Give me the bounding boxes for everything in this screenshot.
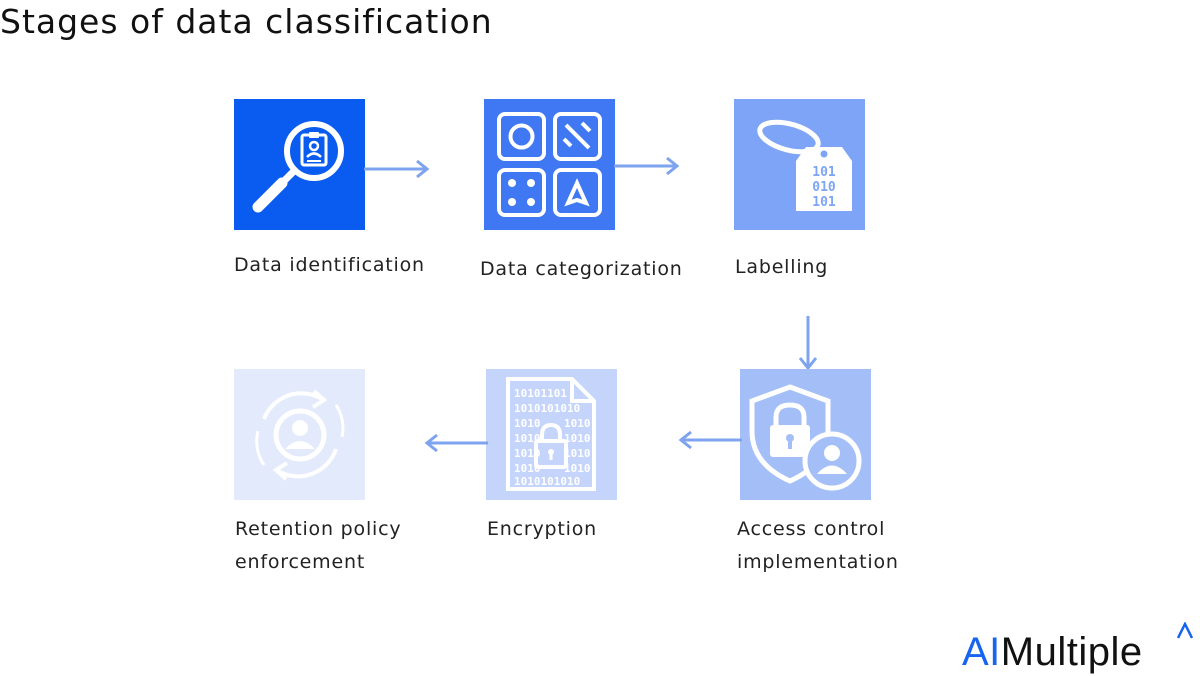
page-title: Stages of data classification bbox=[0, 2, 493, 41]
svg-text:1010: 1010 bbox=[514, 417, 541, 430]
flow-arrow-left bbox=[678, 429, 742, 451]
shield-lock-user-icon bbox=[749, 384, 862, 491]
stage-data-identification bbox=[234, 99, 365, 230]
stage-label: Access control implementation bbox=[737, 518, 899, 573]
stage-label: Data categorization bbox=[480, 258, 683, 280]
svg-text:1010101010: 1010101010 bbox=[514, 402, 580, 415]
svg-text:101: 101 bbox=[812, 195, 836, 210]
stage-label: Encryption bbox=[487, 518, 598, 540]
stage-label: Labelling bbox=[735, 256, 829, 278]
svg-text:1010101010: 1010101010 bbox=[514, 475, 580, 488]
flow-arrow-down bbox=[797, 316, 819, 372]
svg-text:010: 010 bbox=[812, 180, 836, 195]
stage-data-categorization bbox=[484, 99, 615, 230]
stage-label: Retention policy enforcement bbox=[235, 518, 402, 573]
svg-text:1010: 1010 bbox=[564, 417, 591, 430]
svg-text:1010: 1010 bbox=[564, 447, 591, 460]
flow-arrow-right bbox=[614, 155, 682, 177]
flow-arrow-right bbox=[364, 158, 432, 180]
svg-text:1010: 1010 bbox=[514, 447, 541, 460]
svg-text:101: 101 bbox=[812, 165, 836, 180]
svg-text:10101101: 10101101 bbox=[514, 387, 567, 400]
stage-encryption: 10101101 1010101010 1010 1010 1010 1010 10… bbox=[486, 369, 617, 500]
binary-tag-icon: 101 010 101 bbox=[757, 119, 852, 211]
shapes-grid-icon bbox=[497, 112, 602, 217]
svg-text:1010: 1010 bbox=[514, 432, 541, 445]
logo-ai-text: AI bbox=[962, 630, 1001, 674]
stage-labelling: 101 010 101 bbox=[734, 99, 865, 230]
stage-retention-policy bbox=[234, 369, 365, 500]
svg-text:1010: 1010 bbox=[564, 462, 591, 475]
aimultiple-logo: AIMultiple bbox=[962, 628, 1143, 676]
svg-text:1010: 1010 bbox=[514, 462, 541, 475]
magnifier-id-card-icon bbox=[252, 121, 344, 213]
svg-text:1010: 1010 bbox=[564, 432, 591, 445]
user-cycle-icon bbox=[255, 389, 345, 481]
stage-access-control bbox=[740, 369, 871, 500]
logo-mark-icon bbox=[1176, 621, 1194, 648]
flow-arrow-left bbox=[424, 432, 488, 454]
encrypted-file-lock-icon: 10101101 1010101010 1010 1010 1010 1010 10… bbox=[506, 377, 596, 491]
stage-label: Data identification bbox=[234, 254, 425, 276]
logo-multiple-text: Multiple bbox=[1000, 630, 1143, 674]
